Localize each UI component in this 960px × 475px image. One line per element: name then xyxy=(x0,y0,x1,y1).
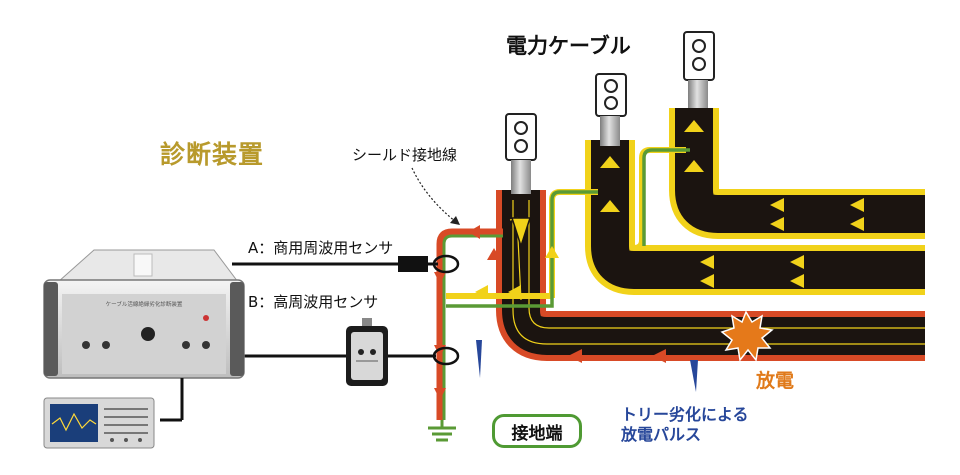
cable-terminal-icon xyxy=(505,113,537,194)
hf-sensor-icon xyxy=(346,318,388,386)
sensor-b-label: B：高周波用センサ xyxy=(248,293,379,311)
pulse-label-line2: 放電パルス xyxy=(621,425,702,444)
shield-ground-wires xyxy=(436,147,690,420)
pulse-icon xyxy=(476,340,698,392)
ground-end-box: 接地端 xyxy=(492,414,582,448)
shield-pointer xyxy=(411,167,457,223)
cable-terminal-icon xyxy=(595,73,627,146)
cable-terminal-icon xyxy=(683,31,715,108)
cable-1 xyxy=(496,190,925,361)
flow-arrows-red xyxy=(434,225,666,400)
discharge-label: 放電 xyxy=(756,370,795,392)
device-panel-header: ケーブル活線絶縁劣化診断装置 xyxy=(106,300,183,308)
shield-label: シールド接地線 xyxy=(352,146,458,164)
arrowhead-icon xyxy=(450,216,460,225)
discharge-burst-icon xyxy=(720,310,774,362)
cable-3 xyxy=(669,108,925,239)
diagnostic-device-icon xyxy=(43,249,245,422)
ground-symbol-icon xyxy=(428,420,456,442)
ct-sensor-icon xyxy=(232,254,460,274)
sensor-a-label: A：商用周波用センサ xyxy=(248,239,394,257)
cable-2 xyxy=(585,140,925,295)
device-title: 診断装置 xyxy=(160,140,265,169)
flow-arrows xyxy=(475,120,864,299)
cable-title: 電力ケーブル xyxy=(506,34,631,58)
oscilloscope-icon xyxy=(43,397,155,449)
pulse-label-line1: トリー劣化による xyxy=(621,405,749,424)
ct-sensor-icon xyxy=(232,346,460,366)
ground-end-label: 接地端 xyxy=(511,423,563,444)
